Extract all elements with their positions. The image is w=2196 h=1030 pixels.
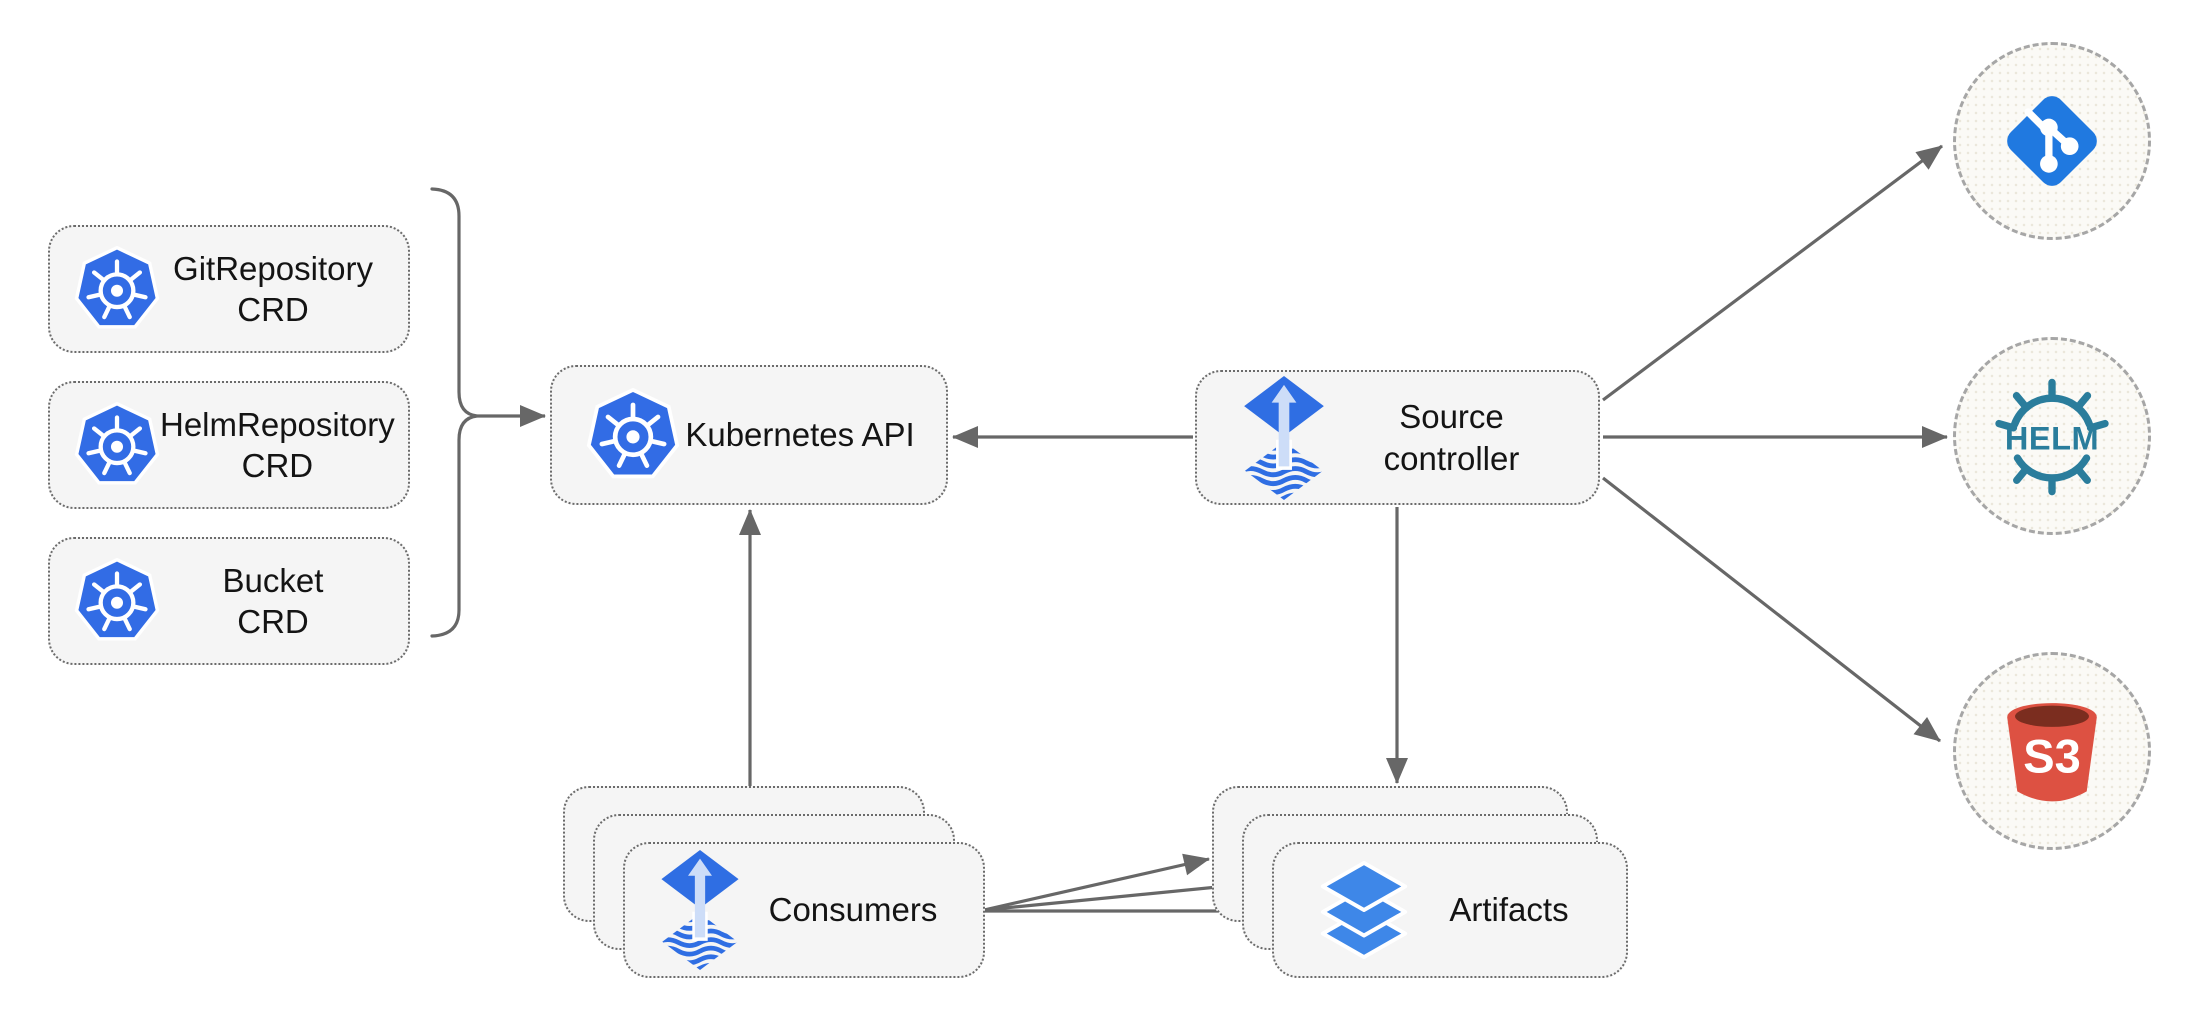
edge-consumers-to-artifacts-back — [983, 853, 1210, 912]
node-label: Artifacts — [1449, 891, 1569, 929]
kubernetes-icon — [74, 246, 160, 332]
kubernetes-icon — [586, 388, 680, 482]
edge-consumers-to-artifacts-mid — [983, 876, 1239, 912]
node-label: Bucket CRD — [222, 561, 324, 640]
node-git-remote — [1953, 42, 2151, 240]
helm-icon: HELM — [1989, 373, 2115, 499]
node-s3-remote: S3 — [1953, 652, 2151, 850]
node-label: Consumers — [768, 891, 938, 929]
node-bucket-crd: Bucket CRD — [48, 537, 410, 665]
node-consumers: Consumers — [623, 842, 985, 978]
node-helm-remote: HELM — [1953, 337, 2151, 535]
s3-bucket-icon: S3 — [1996, 695, 2108, 807]
kubernetes-icon — [74, 402, 160, 488]
s3-wordmark: S3 — [2023, 729, 2081, 782]
edge-source-controller-to-git — [1602, 144, 1943, 402]
edge-source-controller-to-s3 — [1602, 476, 1941, 743]
kubernetes-icon — [74, 558, 160, 644]
node-label: GitRepository CRD — [173, 249, 373, 328]
helm-wordmark: HELM — [2005, 421, 2099, 457]
node-helmrepository-crd: HelmRepository CRD — [48, 381, 410, 509]
node-artifacts: Artifacts — [1272, 842, 1628, 978]
node-source-controller: Source controller — [1195, 370, 1600, 505]
node-label: Source controller — [1383, 398, 1520, 477]
flux-icon — [1239, 375, 1329, 500]
node-label: HelmRepository CRD — [160, 405, 395, 484]
node-kubernetes-api: Kubernetes API — [550, 365, 948, 505]
node-gitrepository-crd: GitRepository CRD — [48, 225, 410, 353]
node-label: Kubernetes API — [685, 416, 915, 454]
crd-group-brace — [430, 187, 478, 638]
layers-icon — [1314, 859, 1414, 961]
git-icon — [2000, 89, 2104, 193]
flux-icon — [657, 850, 743, 970]
